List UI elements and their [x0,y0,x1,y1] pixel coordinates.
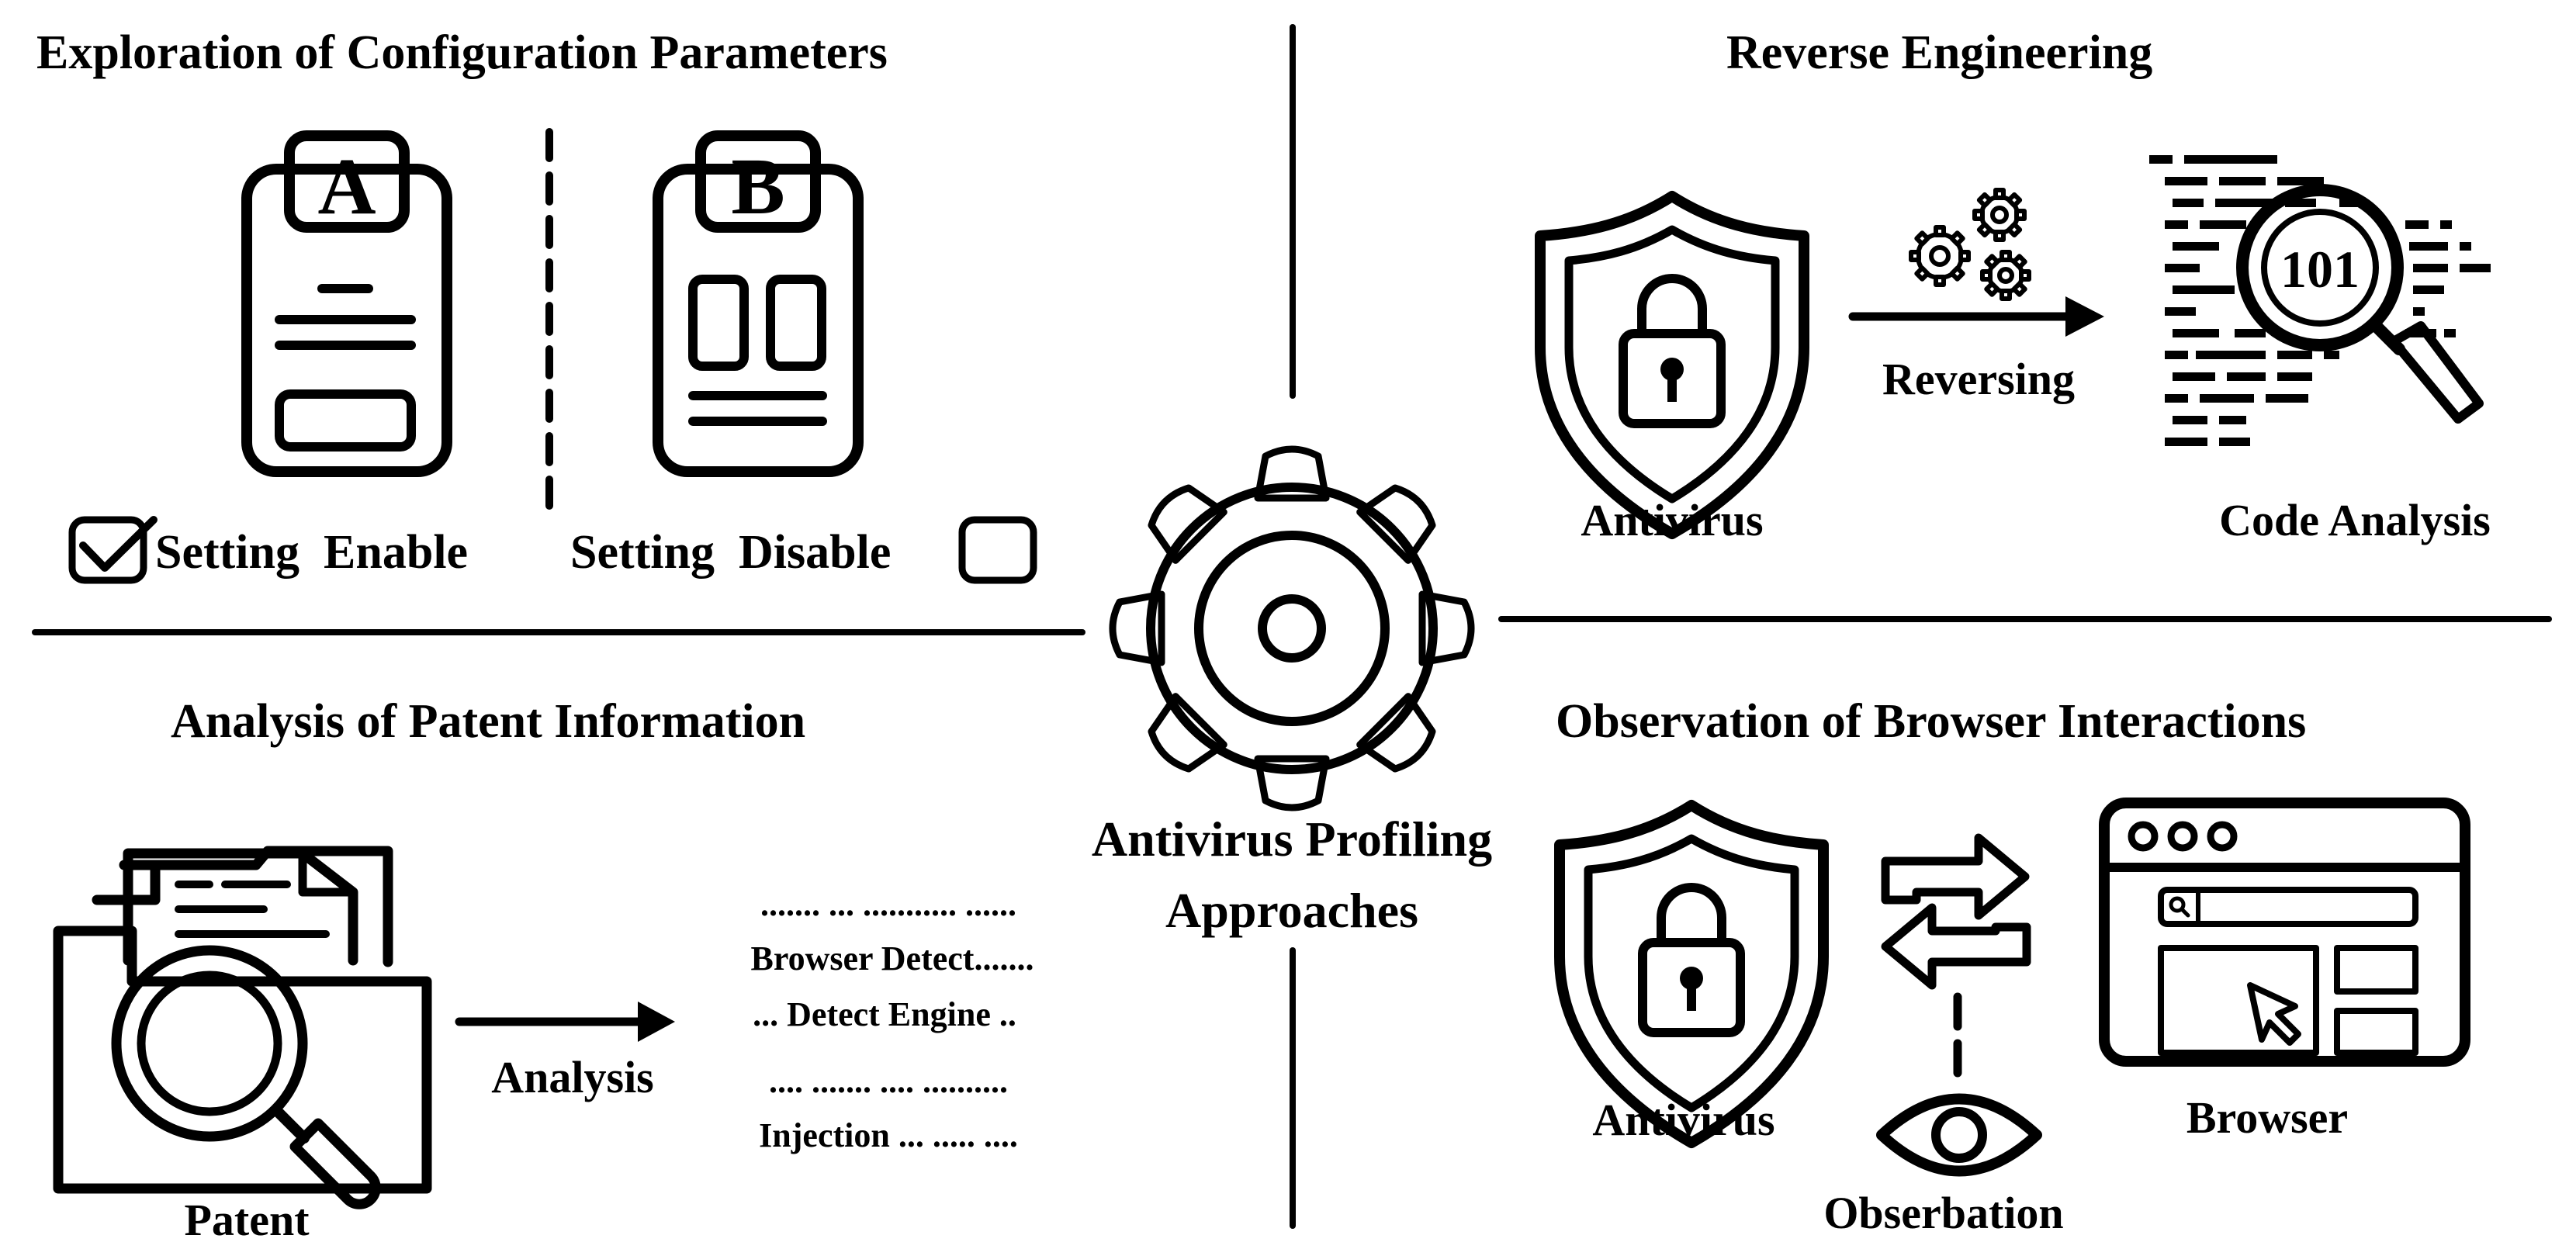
patent-text-line-1: ....... ... ........... ...... [760,885,1016,923]
browser-window-icon [2099,798,2470,1067]
patent-text-line-4: .... ....... .... .......... [769,1062,1008,1100]
card-a-letter: A [317,142,376,231]
reverse-title: Reverse Engineering [1726,26,2152,79]
clipboard-a-icon: A [241,130,452,477]
shield-lock-icon [1535,191,1809,539]
reversing-arrow [1848,296,2104,337]
card-b-letter: B [731,142,784,231]
unchecked-box-icon [958,516,1037,584]
clipboard-b-icon: B [653,130,864,477]
gear-icon [1109,445,1475,811]
browser-title: Observation of Browser Interactions [1556,695,2306,748]
config-title: Exploration of Configuration Parameters [36,26,888,79]
swap-arrows-icon [1881,833,2031,990]
analysis-label: Analysis [491,1052,654,1102]
antivirus-label-bottom: Antivirus [1592,1095,1774,1145]
divider-lines [32,24,2552,1229]
shield-lock-icon-bottom [1554,800,1829,1148]
folder-magnifier-icon [53,846,432,1209]
browser-label: Browser [2186,1092,2348,1143]
gears-icon [1909,188,2031,301]
reversing-label: Reversing [1882,354,2075,404]
center-title-line2: Approaches [1165,883,1418,938]
magnifier-code-icon: 101 [2149,155,2491,446]
disable-label: Setting Disable [570,526,891,579]
cursor-icon [2247,982,2301,1046]
binary-text: 101 [2280,240,2360,299]
patent-text-line-2: Browser Detect....... [751,939,1034,977]
code-analysis-label: Code Analysis [2219,495,2491,545]
antivirus-label-top: Antivirus [1581,495,1763,545]
patent-text-line-5: Injection ... ..... .... [759,1116,1018,1154]
eye-icon [1876,1093,2042,1177]
patent-text-lines: ....... ... ........... ...... Browser D… [751,885,1034,1154]
analysis-arrow [455,1002,675,1042]
patent-title: Analysis of Patent Information [171,695,805,748]
patent-label: Patent [184,1195,310,1245]
observation-label: Obserbation [1823,1188,2063,1238]
checked-box-icon [68,516,158,584]
search-icon [2169,896,2190,918]
enable-label: Setting Enable [155,526,468,579]
patent-text-line-3: ... Detect Engine .. [753,995,1016,1033]
center-title-line1: Antivirus Profiling [1092,811,1492,867]
